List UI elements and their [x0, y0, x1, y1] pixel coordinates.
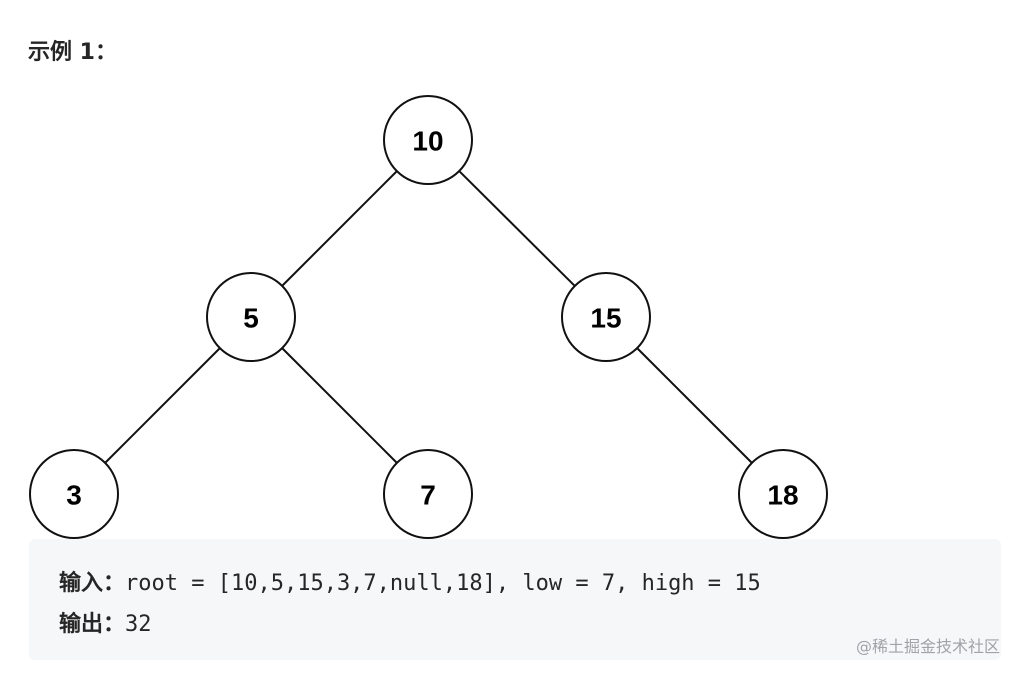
tree-node-label: 10	[412, 126, 443, 157]
tree-node-label: 15	[590, 303, 621, 334]
tree-node-circle	[383, 95, 473, 185]
tree-node-10: 10	[383, 95, 473, 185]
tree-node-label: 3	[66, 480, 82, 511]
input-line: 输入：root = [10,5,15,3,7,null,18], low = 7…	[59, 565, 761, 597]
tree-edge-n15-n18	[636, 347, 753, 464]
output-label: 输出：	[59, 612, 126, 637]
tree-node-label: 5	[243, 303, 259, 334]
output-value: 32	[125, 612, 152, 637]
tree-node-18: 18	[738, 449, 828, 539]
tree-edge-n5-n7	[281, 347, 398, 464]
tree-node-circle	[561, 272, 651, 362]
tree-edge-n5-n3	[104, 347, 221, 464]
tree-edge-n10-n15	[458, 170, 576, 287]
tree-node-circle	[29, 449, 119, 539]
tree-node-circle	[383, 449, 473, 539]
output-line: 输出：32	[59, 606, 152, 638]
tree-node-label: 7	[420, 480, 436, 511]
example-box: 输入：root = [10,5,15,3,7,null,18], low = 7…	[29, 539, 1001, 660]
tree-node-circle	[206, 272, 296, 362]
example-heading: 示例 1：	[28, 40, 117, 65]
input-value: root = [10,5,15,3,7,null,18], low = 7, h…	[125, 571, 761, 596]
tree-node-5: 5	[206, 272, 296, 362]
tree-node-circle	[738, 449, 828, 539]
tree-edge-n10-n5	[281, 170, 398, 287]
tree-node-3: 3	[29, 449, 119, 539]
tree-node-7: 7	[383, 449, 473, 539]
tree-node-label: 18	[767, 480, 798, 511]
tree-nodes: 10 5 15 3 7 18	[29, 95, 828, 539]
tree-node-15: 15	[561, 272, 651, 362]
input-label: 输入：	[59, 571, 126, 596]
tree-edges	[104, 170, 753, 464]
watermark: @稀土掘金技术社区	[855, 637, 1000, 656]
